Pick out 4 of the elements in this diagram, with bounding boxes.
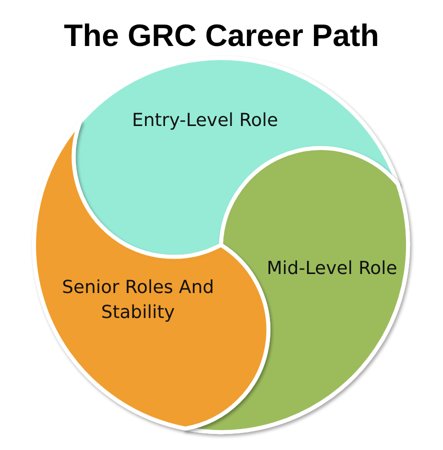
diagram-title: The GRC Career Path	[64, 18, 380, 53]
stage-label: Entry-Level Role	[132, 108, 278, 132]
stage-label: Mid-Level Role	[266, 256, 398, 280]
stage-label: Senior Roles And Stability	[60, 276, 216, 324]
